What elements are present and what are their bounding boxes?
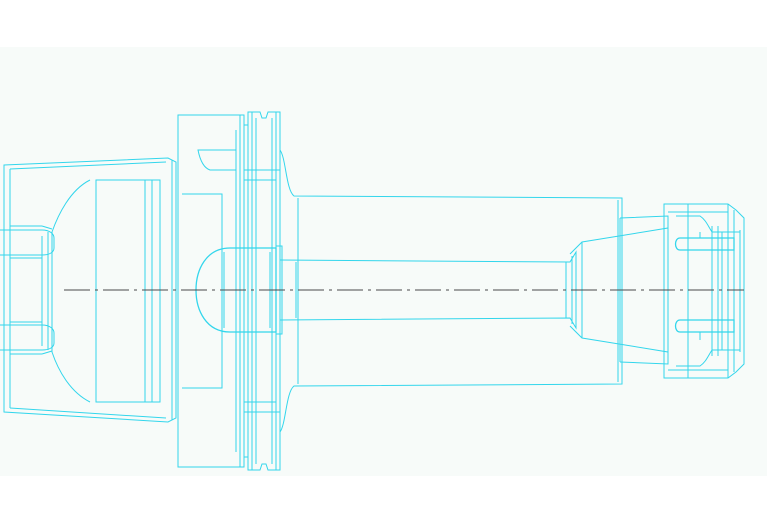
retention-knob-slots bbox=[0, 225, 55, 355]
tool-holder-taper bbox=[3, 157, 177, 423]
flange-collar bbox=[177, 114, 249, 468]
shank-body bbox=[279, 149, 623, 433]
v-groove bbox=[244, 111, 281, 471]
clamping-nut bbox=[663, 203, 745, 379]
drawing-area bbox=[0, 47, 767, 476]
